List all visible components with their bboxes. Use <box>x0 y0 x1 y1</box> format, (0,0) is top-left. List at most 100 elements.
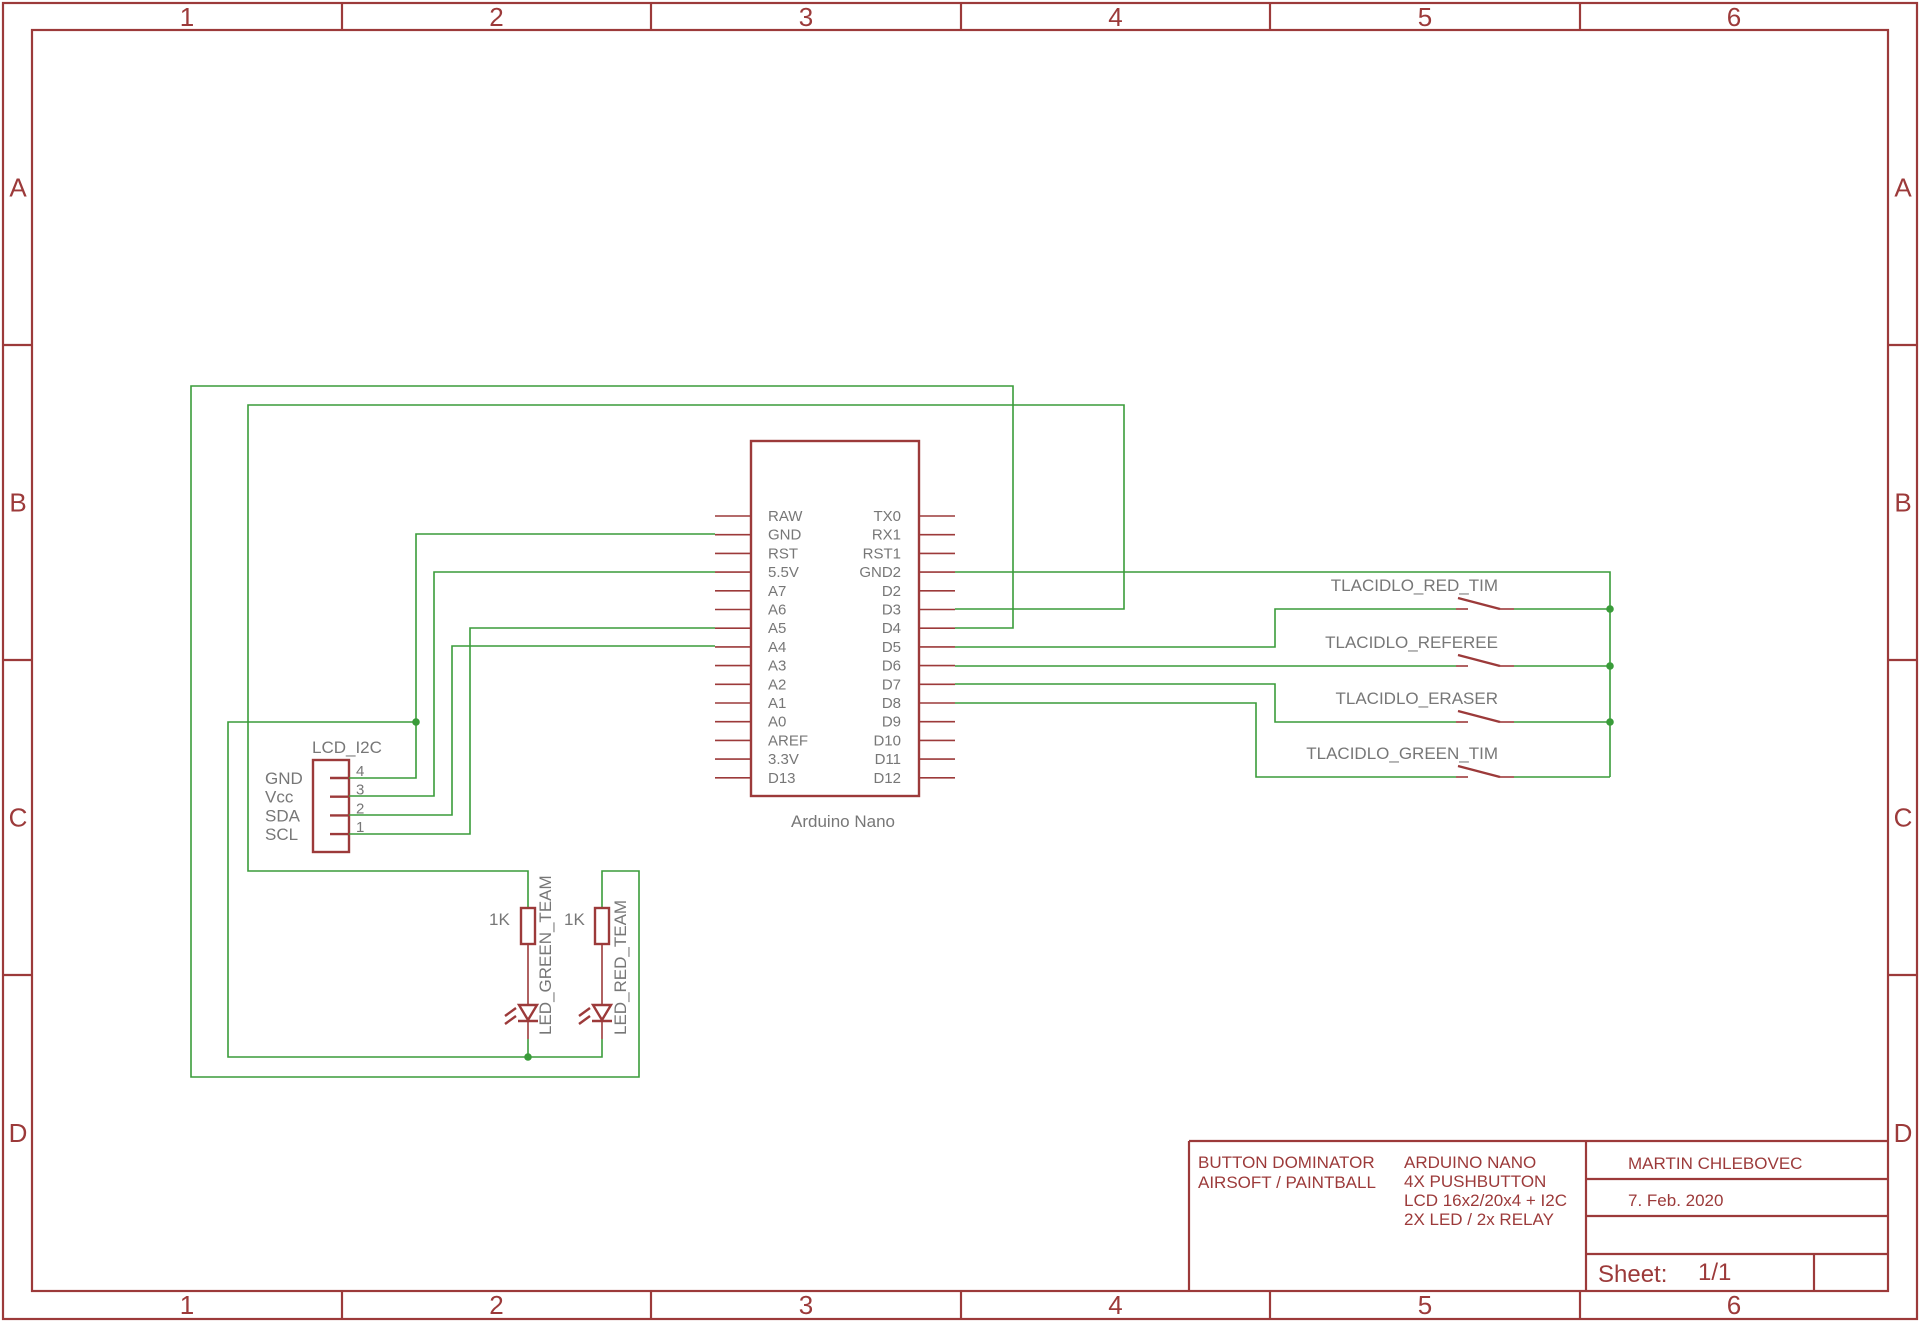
desc-line-2: 4X PUSHBUTTON <box>1404 1172 1546 1191</box>
row-label: B <box>9 488 26 518</box>
row-label: B <box>1894 488 1911 518</box>
desc-line-4: 2X LED / 2x RELAY <box>1404 1210 1554 1229</box>
sheet-label: Sheet: <box>1598 1261 1667 1288</box>
arduino-pin-label: 5.5V <box>768 564 799 581</box>
arduino-pin-label: A7 <box>768 583 786 600</box>
arduino-pin-label: AREF <box>768 732 808 749</box>
arduino-pin-label: D8 <box>882 695 901 712</box>
wires <box>190 385 1611 1078</box>
arduino-pin-label: A2 <box>768 676 786 693</box>
lcd-pin-name: SDA <box>265 806 301 825</box>
lcd-pin-name: GND <box>265 769 303 788</box>
desc-line-1: ARDUINO NANO <box>1404 1153 1536 1172</box>
column-label: 3 <box>799 2 813 32</box>
row-label: C <box>1894 803 1913 833</box>
lcd-pin-number: 4 <box>356 763 364 780</box>
arduino-pin-label: RST1 <box>863 545 901 562</box>
arduino-pin-label: A1 <box>768 695 786 712</box>
sheet-value: 1/1 <box>1698 1259 1731 1286</box>
wire-d4-red-led <box>190 385 1014 1078</box>
arduino-pin-label: RX1 <box>872 527 901 544</box>
led-red-team: 1K LED_RED_TEAM <box>564 900 630 1039</box>
column-label: 3 <box>799 1290 813 1320</box>
row-label: D <box>9 1118 28 1148</box>
arduino-pin-label: A6 <box>768 602 786 619</box>
wire-gnd-lcd <box>349 533 715 779</box>
arduino-pin-label: D10 <box>873 732 901 749</box>
arduino-pin-label: D5 <box>882 639 901 656</box>
lcd-pin-name: SCL <box>265 825 298 844</box>
wire-a4-sda <box>349 645 715 816</box>
lcd-pin-number: 1 <box>356 819 364 836</box>
title-line-1: BUTTON DOMINATOR <box>1198 1153 1375 1172</box>
column-label: 2 <box>489 1290 503 1320</box>
junction-dot <box>1606 605 1614 613</box>
lcd-body <box>311 758 351 854</box>
pushbutton-3: TLACIDLO_ERASER <box>1336 689 1514 724</box>
lcd-pin-number: 2 <box>356 800 364 817</box>
led-green-team: 1K LED_GREEN_TEAM <box>489 875 555 1039</box>
resistor-red <box>593 906 611 946</box>
arduino-pin-label: RST <box>768 545 798 562</box>
arduino-pin-label: D4 <box>882 620 901 637</box>
junction-dot <box>1606 718 1614 726</box>
wire-a5-scl <box>349 627 715 835</box>
row-label: A <box>1894 173 1912 203</box>
date: 7. Feb. 2020 <box>1628 1191 1723 1210</box>
arduino-pin-label: A5 <box>768 620 786 637</box>
pushbutton-4: TLACIDLO_GREEN_TIM <box>1306 744 1514 779</box>
arduino-pin-label: A4 <box>768 639 786 656</box>
wire-d5-red-tim <box>955 608 1456 648</box>
column-label: 4 <box>1108 1290 1122 1320</box>
lcd-pin-number: 3 <box>356 782 364 799</box>
arduino-pin-label: TX0 <box>873 508 901 525</box>
resistor-red-value: 1K <box>564 910 585 929</box>
pushbuttons: TLACIDLO_RED_TIM TLACIDLO_REFEREE TLACIDLO… <box>1306 576 1514 779</box>
switch-icon <box>1457 596 1501 611</box>
switch-icon <box>1457 764 1501 779</box>
wire-d3-green-led <box>247 404 1125 908</box>
arduino-pin-label: D2 <box>882 583 901 600</box>
arduino-pin-label: 3.3V <box>768 751 799 768</box>
column-label: 5 <box>1418 1290 1432 1320</box>
column-label: 4 <box>1108 2 1122 32</box>
junction-dot <box>412 718 420 726</box>
resistor-green-value: 1K <box>489 910 510 929</box>
junction-dot <box>1606 662 1614 670</box>
arduino-body <box>749 439 921 798</box>
author: MARTIN CHLEBOVEC <box>1628 1154 1802 1173</box>
arduino-pin-label: D7 <box>882 676 901 693</box>
title-line-2: AIRSOFT / PAINTBALL <box>1198 1173 1376 1192</box>
arduino-pin-label: D3 <box>882 602 901 619</box>
resistor-green <box>519 906 537 946</box>
button-label: TLACIDLO_RED_TIM <box>1331 576 1498 595</box>
pushbutton-2: TLACIDLO_REFEREE <box>1325 633 1514 668</box>
arduino-pin-label: A0 <box>768 714 786 731</box>
wire-gnd2-rail <box>955 571 1611 777</box>
row-label: D <box>1894 1118 1913 1148</box>
row-label: A <box>9 173 27 203</box>
light-arrows-icon <box>504 1007 517 1025</box>
arduino-name: Arduino Nano <box>791 812 895 831</box>
wire-gnd-bus <box>227 721 603 1058</box>
column-label: 5 <box>1418 2 1432 32</box>
column-label: 6 <box>1727 2 1741 32</box>
junctions <box>412 605 1614 1061</box>
arduino-pin-label: A3 <box>768 658 786 675</box>
lcd-pin-name: Vcc <box>265 788 294 807</box>
button-label: TLACIDLO_GREEN_TIM <box>1306 744 1498 763</box>
desc-line-3: LCD 16x2/20x4 + I2C <box>1404 1191 1567 1210</box>
wire-d7-eraser <box>955 683 1456 723</box>
title-block: BUTTON DOMINATOR AIRSOFT / PAINTBALL ARD… <box>1187 1139 1888 1291</box>
column-label: 1 <box>180 2 194 32</box>
junction-dot <box>524 1053 532 1061</box>
arduino-pin-label: GND <box>768 527 802 544</box>
button-label: TLACIDLO_REFEREE <box>1325 633 1498 652</box>
column-label: 1 <box>180 1290 194 1320</box>
led-green-name: LED_GREEN_TEAM <box>536 875 555 1035</box>
arduino-pin-label: D13 <box>768 770 796 787</box>
arduino-pin-label: RAW <box>768 508 803 525</box>
column-label: 6 <box>1727 1290 1741 1320</box>
